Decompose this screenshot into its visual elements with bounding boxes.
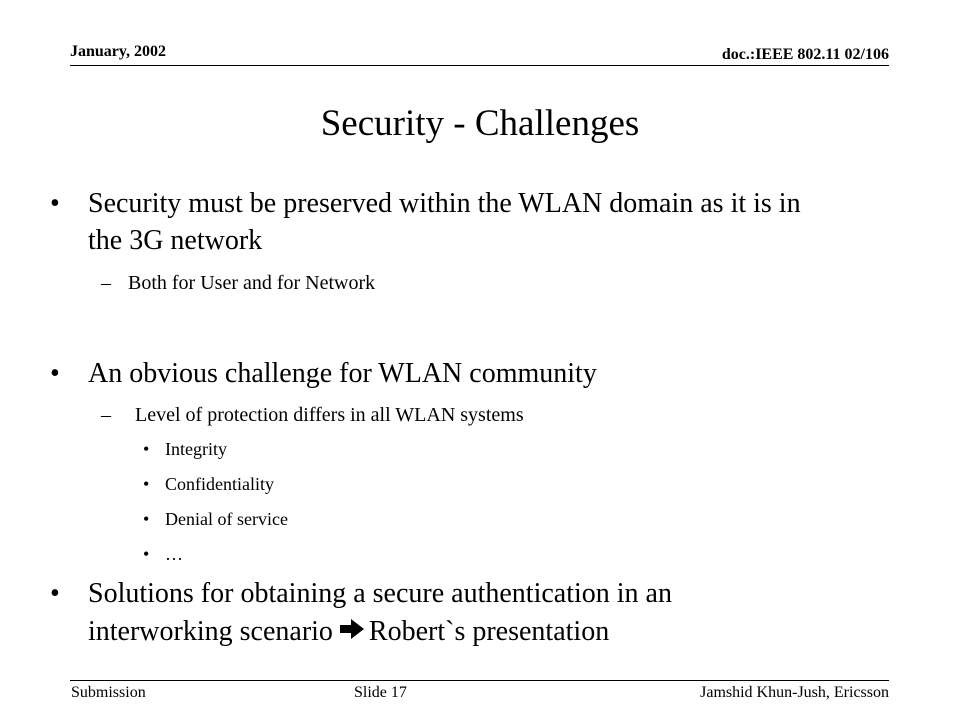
header-doc-id: doc.:IEEE 802.11 02/106 xyxy=(721,46,889,63)
list-item: Integrity xyxy=(165,439,227,459)
bullet-1-line-1: Security must be preserved within the WL… xyxy=(88,188,801,219)
bullet-1-line-2: the 3G network xyxy=(88,225,263,256)
slide-title: Security - Challenges xyxy=(320,103,640,144)
footer-slide-number: Slide 17 xyxy=(354,684,407,701)
bullet-marker: • xyxy=(50,578,60,609)
footer-rule xyxy=(70,680,889,681)
sub-sub-bullet-marker: • xyxy=(143,474,150,494)
sub-bullet-marker: – xyxy=(101,272,111,294)
list-item: … xyxy=(165,544,183,564)
bullet-3-line-2-pre: interworking scenario xyxy=(88,616,333,647)
sub-sub-bullet-marker: • xyxy=(143,509,150,529)
sub-bullet-marker: – xyxy=(101,404,111,426)
bullet-marker: • xyxy=(50,188,60,219)
footer-author: Jamshid Khun-Jush, Ericsson xyxy=(700,684,889,701)
header-date: January, 2002 xyxy=(70,43,167,60)
bullet-marker: • xyxy=(50,358,60,389)
right-arrow-icon xyxy=(339,614,365,649)
bullet-2-sub-1: Level of protection differs in all WLAN … xyxy=(135,404,524,426)
bullet-2-text: An obvious challenge for WLAN community xyxy=(88,358,597,389)
bullet-3-line-2-post: Robert`s presentation xyxy=(368,616,610,647)
bullet-3-line-2: interworking scenario Robert`s presentati… xyxy=(88,614,609,653)
bullet-1-sub-1: Both for User and for Network xyxy=(128,272,376,294)
header-rule xyxy=(70,65,889,66)
list-item: Confidentiality xyxy=(165,474,274,494)
list-item: Denial of service xyxy=(165,509,288,529)
sub-sub-bullet-marker: • xyxy=(143,544,150,564)
bullet-3-line-1: Solutions for obtaining a secure authent… xyxy=(88,578,672,609)
sub-sub-bullet-marker: • xyxy=(143,439,150,459)
footer-submission: Submission xyxy=(71,684,146,701)
